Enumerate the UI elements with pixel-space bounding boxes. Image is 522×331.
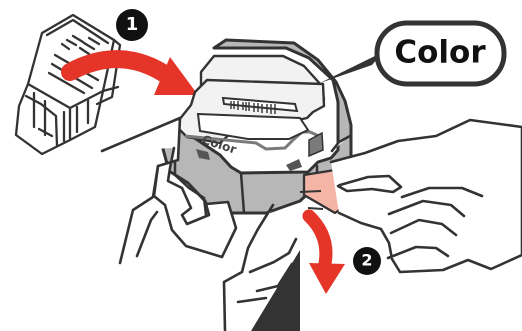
speech-bubble-icon: Color <box>377 23 504 84</box>
open-cap-icon <box>16 15 120 154</box>
arrow-curved-icon <box>309 216 345 294</box>
step-2-badge: 2 <box>353 247 381 275</box>
callout-color-text: Color <box>394 35 486 71</box>
step-1-number: 1 <box>126 14 139 35</box>
speech-bubble-pointer <box>320 52 383 83</box>
step-1-badge: 1 <box>116 9 148 41</box>
step-2-number: 2 <box>361 251 372 270</box>
